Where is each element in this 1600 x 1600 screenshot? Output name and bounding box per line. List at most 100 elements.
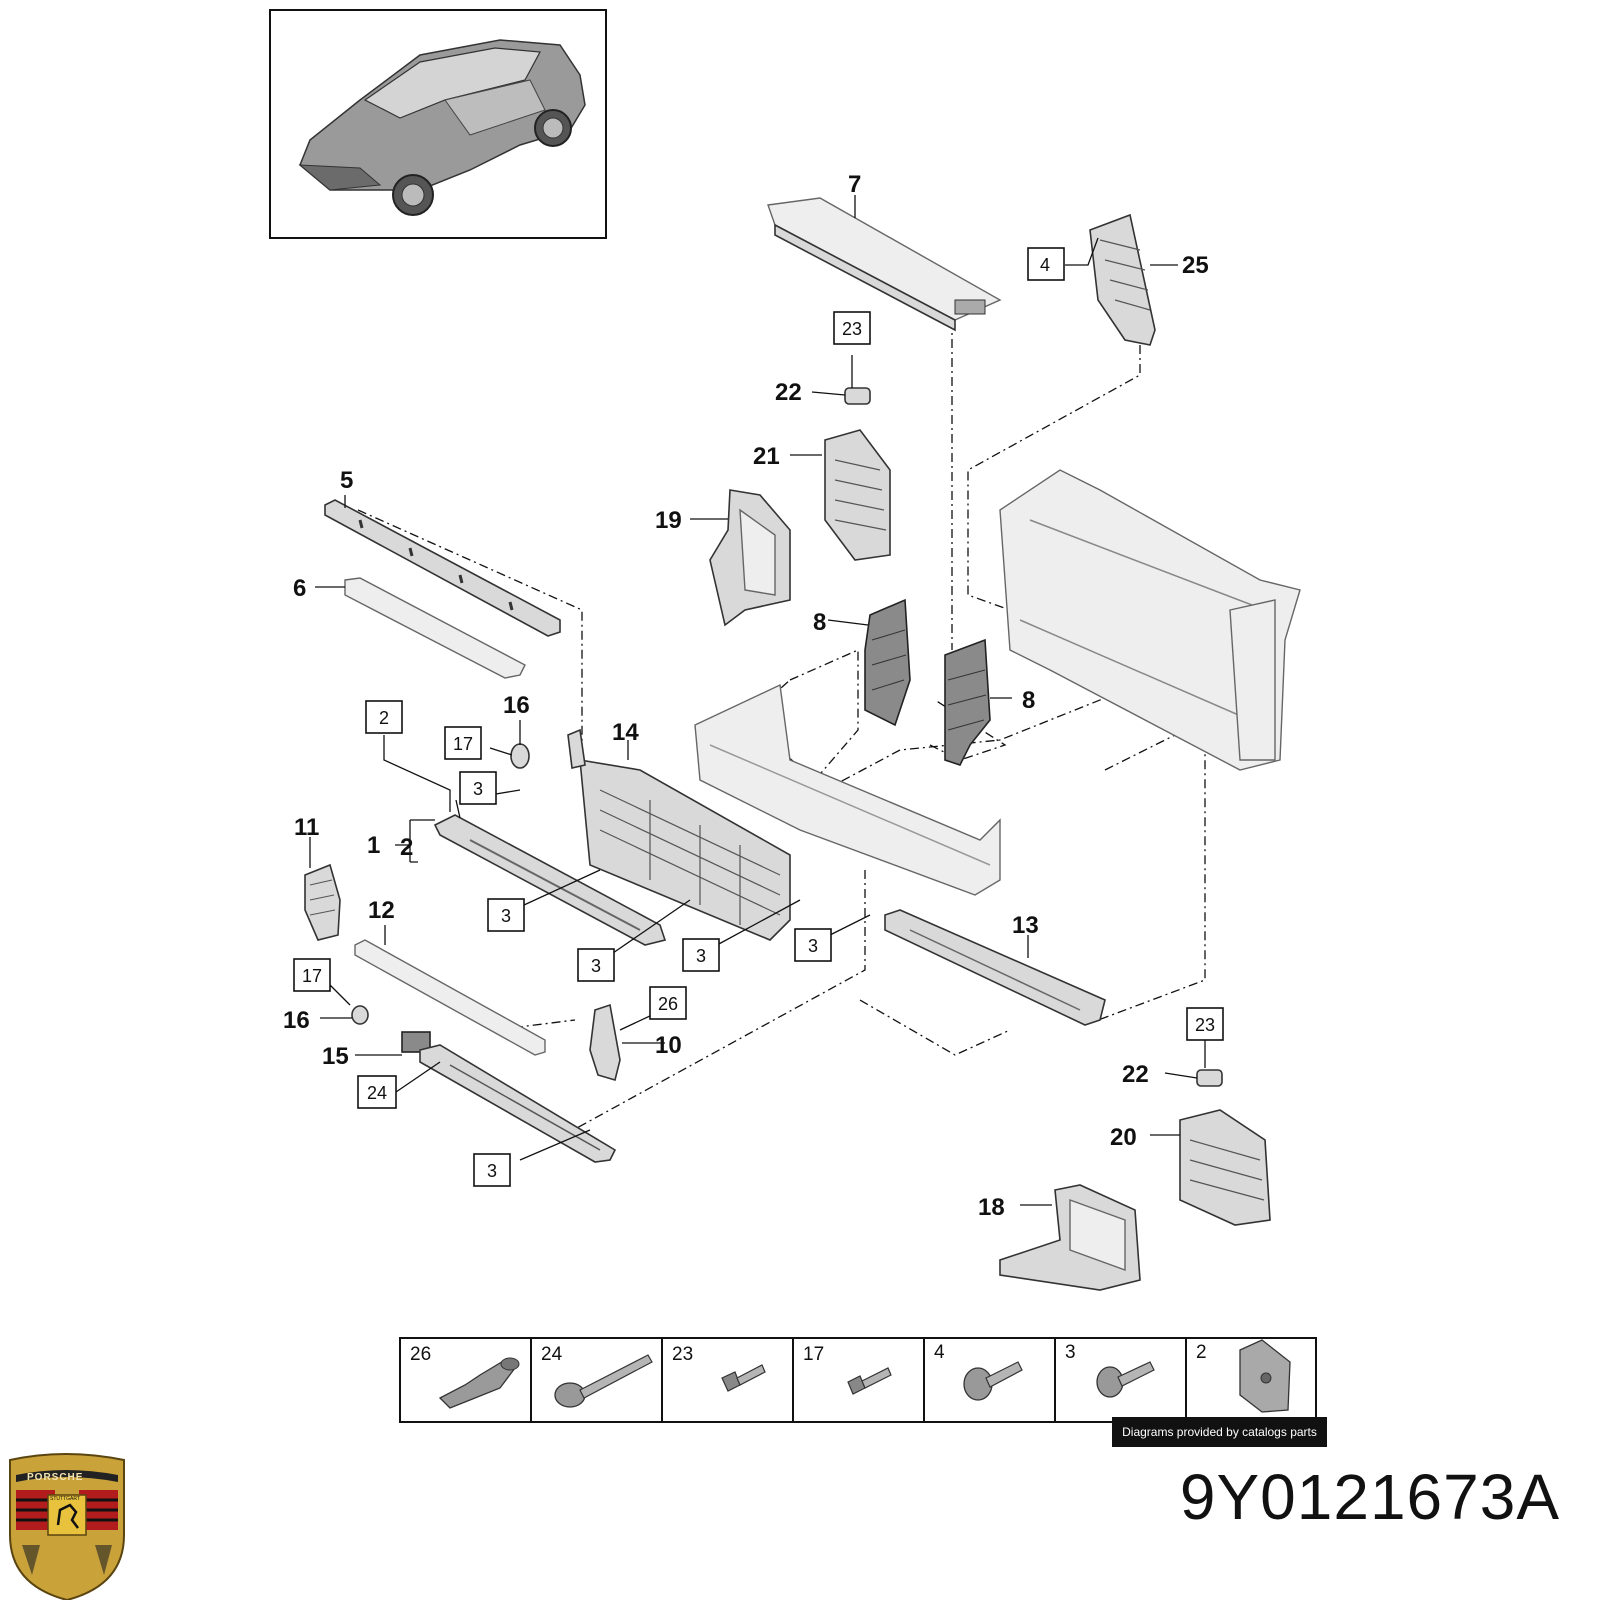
fastener-cell-4: 4 bbox=[934, 1342, 1023, 1401]
svg-text:2: 2 bbox=[1196, 1342, 1207, 1363]
callout-7: 7 bbox=[848, 171, 861, 198]
part-10-bracket bbox=[589, 1003, 621, 1082]
part-8-left-shutter-housing bbox=[864, 598, 911, 727]
callout-11: 11 bbox=[294, 814, 319, 841]
callout-12: 12 bbox=[368, 897, 395, 924]
washer-bolt-icon bbox=[963, 1361, 1023, 1401]
callout-21: 21 bbox=[753, 443, 780, 470]
part-15-sensor-holder bbox=[401, 1031, 431, 1053]
connector-icon bbox=[438, 1357, 520, 1409]
svg-text:23: 23 bbox=[672, 1344, 693, 1365]
callout-1: 1 bbox=[367, 832, 380, 859]
svg-text:3: 3 bbox=[501, 906, 511, 926]
svg-text:23: 23 bbox=[1195, 1015, 1215, 1035]
part-1-lower-bracket bbox=[433, 814, 667, 946]
logo-wordmark: PORSCHE bbox=[27, 1472, 83, 1483]
boxed-callout-23-lower: 23 bbox=[1186, 1007, 1224, 1041]
callout-14: 14 bbox=[612, 719, 639, 746]
fastener-cell-2: 2 bbox=[1196, 1339, 1291, 1413]
callout-10: 10 bbox=[655, 1032, 682, 1059]
svg-text:3: 3 bbox=[696, 946, 706, 966]
svg-text:23: 23 bbox=[842, 319, 862, 339]
suv-illustration-icon bbox=[298, 39, 586, 216]
boxed-callout-3-a: 3 bbox=[459, 771, 497, 805]
part-19-air-duct bbox=[709, 489, 791, 627]
svg-text:3: 3 bbox=[487, 1161, 497, 1181]
fastener-table: 26 24 23 17 bbox=[399, 1337, 1317, 1423]
boxed-callout-4: 4 bbox=[1027, 247, 1065, 281]
bumper-carrier-beam bbox=[694, 683, 1001, 896]
part-6-trim bbox=[344, 577, 526, 679]
diagram-credit: Diagrams provided by catalogs parts bbox=[1112, 1417, 1327, 1447]
svg-text:17: 17 bbox=[302, 966, 322, 986]
svg-text:3: 3 bbox=[473, 779, 483, 799]
callout-22-upper: 22 bbox=[775, 379, 802, 406]
boxed-callout-17-upper: 17 bbox=[444, 726, 482, 760]
svg-text:17: 17 bbox=[803, 1344, 824, 1365]
part-22-sensor-upper bbox=[844, 387, 871, 405]
fastener-cell-24: 24 bbox=[541, 1344, 653, 1408]
callout-18: 18 bbox=[978, 1194, 1005, 1221]
long-bolt-icon bbox=[554, 1354, 653, 1408]
boxed-callout-24: 24 bbox=[357, 1075, 397, 1109]
boxed-callout-3-d: 3 bbox=[682, 938, 720, 972]
boxed-callout-26: 26 bbox=[649, 986, 687, 1020]
logo-city: STUTTGART bbox=[50, 1496, 80, 1502]
svg-text:4: 4 bbox=[1040, 255, 1050, 275]
part-12-trim-strip bbox=[354, 939, 546, 1056]
boxed-callout-3-f: 3 bbox=[473, 1153, 511, 1187]
boxed-callout-23-upper: 23 bbox=[833, 311, 871, 345]
svg-text:2: 2 bbox=[379, 708, 389, 728]
svg-text:24: 24 bbox=[541, 1344, 563, 1365]
screw-icon bbox=[847, 1367, 892, 1395]
fastener-cell-17: 17 bbox=[803, 1344, 892, 1395]
flange-bolt-icon bbox=[1096, 1361, 1155, 1398]
svg-text:4: 4 bbox=[934, 1342, 945, 1363]
fastener-cell-3: 3 bbox=[1065, 1342, 1155, 1398]
part-number: 9Y0121673A bbox=[1179, 1461, 1560, 1533]
svg-text:3: 3 bbox=[591, 956, 601, 976]
callout-20: 20 bbox=[1110, 1124, 1137, 1151]
porsche-crest-icon: PORSCHE STUTTGART bbox=[9, 1453, 125, 1600]
part-16-clip-lower bbox=[351, 1005, 369, 1025]
svg-text:24: 24 bbox=[367, 1083, 387, 1103]
part-8-right-shutter-housing bbox=[944, 638, 991, 766]
callout-8-left: 8 bbox=[813, 609, 826, 636]
part-20-shutter bbox=[1179, 1109, 1271, 1226]
svg-text:3: 3 bbox=[1065, 1342, 1076, 1363]
callout-6: 6 bbox=[293, 575, 306, 602]
short-bolt-icon bbox=[721, 1364, 766, 1392]
part-18-air-duct bbox=[999, 1184, 1141, 1291]
part-22-sensor-lower bbox=[1196, 1069, 1223, 1087]
fastener-cell-26: 26 bbox=[410, 1344, 520, 1409]
svg-text:17: 17 bbox=[453, 734, 473, 754]
radiator-support-frame bbox=[999, 469, 1301, 771]
boxed-callout-3-b: 3 bbox=[487, 898, 525, 932]
part-21-shutter bbox=[824, 429, 891, 561]
callout-5: 5 bbox=[340, 467, 353, 494]
callout-2: 2 bbox=[400, 834, 413, 861]
svg-text:26: 26 bbox=[410, 1344, 431, 1365]
part-16-clip-upper bbox=[510, 743, 530, 769]
vehicle-overview-inset bbox=[269, 9, 607, 239]
speed-nut-icon bbox=[1239, 1339, 1291, 1413]
svg-text:26: 26 bbox=[658, 994, 678, 1014]
callout-13: 13 bbox=[1012, 912, 1039, 939]
fastener-cell-23: 23 bbox=[672, 1344, 766, 1392]
callouts: 7 25 22 21 19 5 6 8 8 16 14 11 1 2 12 13… bbox=[283, 171, 1209, 1221]
boxed-callout-3-c: 3 bbox=[577, 948, 615, 982]
callout-19: 19 bbox=[655, 507, 682, 534]
part-25-bracket bbox=[1089, 213, 1156, 346]
callout-25: 25 bbox=[1182, 252, 1209, 279]
part-14-air-shutter-grille bbox=[567, 728, 791, 941]
callout-16-upper: 16 bbox=[503, 692, 530, 719]
callout-8-right: 8 bbox=[1022, 687, 1035, 714]
assembly-lines bbox=[357, 320, 1226, 1141]
leader-lines bbox=[309, 195, 1206, 1206]
part-13-lower-cover bbox=[884, 909, 1106, 1026]
boxed-callout-17-lower: 17 bbox=[293, 958, 331, 992]
part-7-upper-air-guide bbox=[767, 197, 1002, 332]
callout-15: 15 bbox=[322, 1043, 349, 1070]
boxed-callout-3-e: 3 bbox=[794, 928, 832, 962]
